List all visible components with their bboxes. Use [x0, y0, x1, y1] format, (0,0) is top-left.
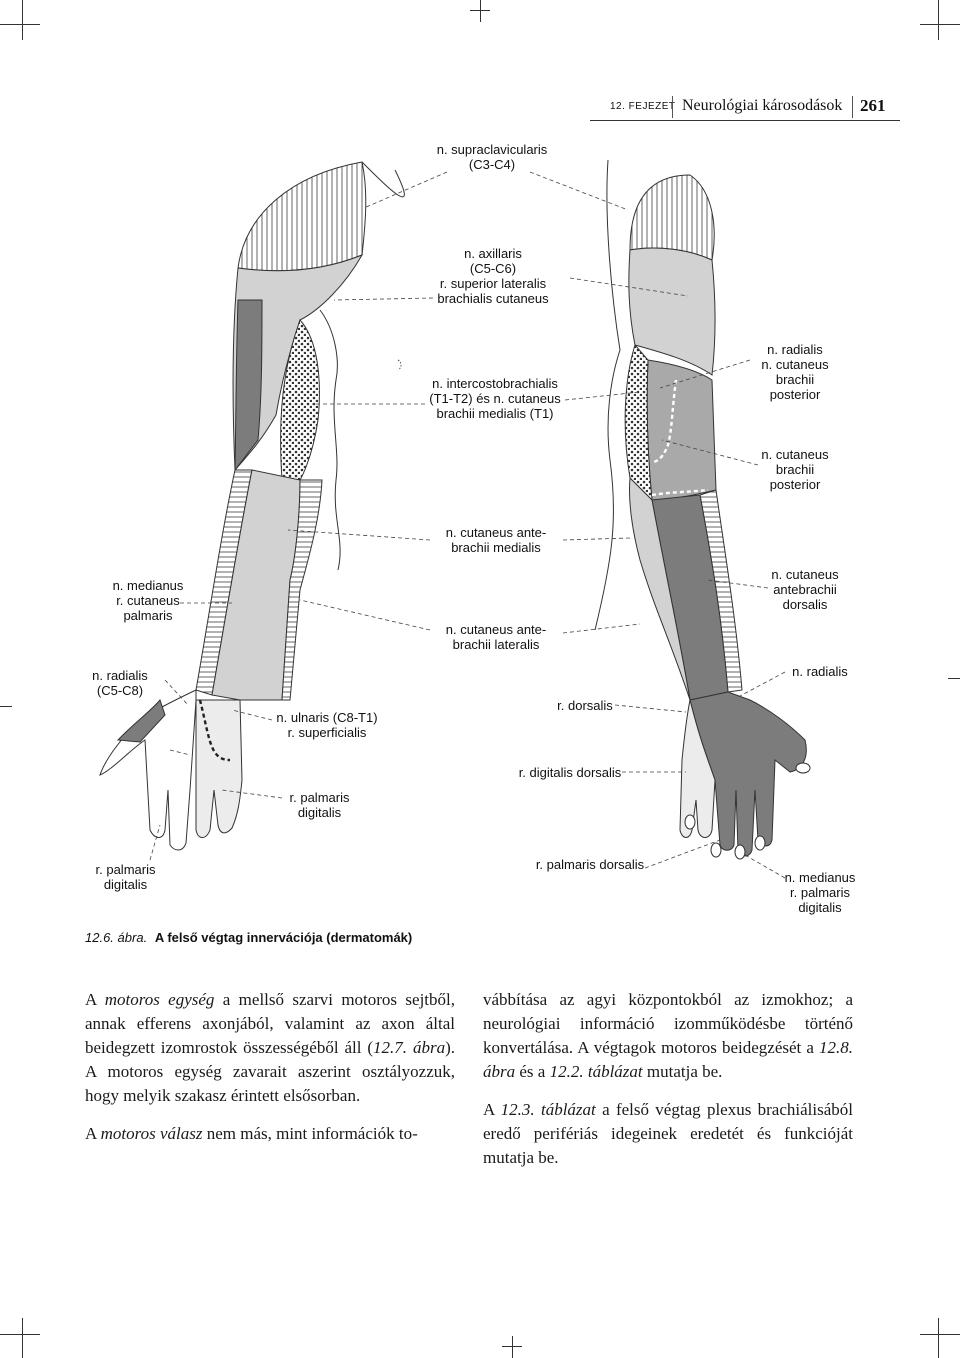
page-number: 261: [860, 96, 886, 115]
caption-word: ábra.: [117, 930, 148, 945]
label-palmaris-digitalis-left: r. palmaris digitalis: [95, 862, 156, 892]
label-palmaris-digitalis-mid: r. palmaris digitalis: [289, 790, 350, 820]
nail-icon: [754, 835, 766, 851]
crop-mark: [0, 1334, 40, 1335]
label-antebrachii-dorsalis: n. cutaneus antebrachii dorsalis: [771, 567, 839, 612]
region-supraclavicularis-right: [629, 174, 715, 261]
region-forearm-lateralis-right: [629, 476, 691, 701]
crop-mark: [920, 24, 960, 25]
region-axillaris-left: [232, 253, 364, 472]
label-radialis-c5c8: n. radialis (C5-C8): [92, 668, 148, 698]
label-medianus-palmaris: n. medianus r. cutaneus palmaris: [112, 578, 184, 623]
label-intercostobrachialis: n. intercostobrachialis (T1-T2) és n. cu…: [429, 376, 561, 421]
running-header: 12. FEJEZET Neurológiai károsodások 261: [590, 96, 900, 121]
back-outline: [594, 159, 621, 631]
label-radialis-right: n. radialis: [792, 664, 848, 679]
region-supraclavicularis-left: [237, 161, 367, 272]
label-axillaris: n. axillaris (C5-C6) r. superior lateral…: [437, 246, 549, 306]
nail-icon: [710, 842, 722, 858]
label-medianus-digitalis: n. medianus r. palmaris digitalis: [784, 870, 856, 915]
region-brachii-medialis-left: [280, 319, 320, 481]
paragraph: A motoros egység a mellső szarvi motoros…: [85, 990, 455, 1105]
figure-caption: 12.6. ábra. A felső végtag innervációja …: [85, 930, 412, 945]
crop-mark: [502, 1346, 522, 1347]
label-supraclavicularis: n. supraclavicularis (C3-C4): [436, 142, 548, 172]
header-separator: [852, 96, 853, 118]
chapter-title: Neurológiai károsodások: [682, 97, 843, 114]
paragraph: A motoros válasz nem más, mint informáci…: [85, 1124, 418, 1143]
region-axillaris-right: [628, 247, 716, 376]
caption-number: 12.6.: [85, 930, 114, 945]
leader-lines: [149, 171, 786, 879]
nipple-icon: [397, 359, 402, 371]
label-digitalis-dorsalis: r. digitalis dorsalis: [518, 765, 622, 780]
label-antebrachii-medialis: n. cutaneus ante- brachii medialis: [445, 525, 547, 555]
region-thumb-radialis-left: [116, 698, 166, 743]
region-ulnar-hand-left: [195, 699, 243, 838]
crop-mark: [920, 1334, 960, 1335]
nail-icon: [684, 814, 696, 830]
nail-icon: [795, 762, 811, 774]
dermatome-figure: [99, 159, 811, 879]
label-antebrachii-lateralis: n. cutaneus ante- brachii lateralis: [445, 622, 547, 652]
crop-mark: [480, 0, 481, 22]
region-radialis-arm-left: [234, 299, 263, 472]
caption-text: A felső végtag innervációja (dermatomák): [154, 930, 413, 945]
crop-mark: [938, 1318, 939, 1358]
label-radialis-posterior: n. radialis n. cutaneus brachii posterio…: [761, 342, 829, 402]
region-ulnar-dorsal-right: [679, 699, 716, 838]
region-forearm-medialis-left: [281, 479, 323, 701]
header-separator: [672, 96, 673, 118]
chapter-label: 12. FEJEZET: [610, 101, 676, 112]
crop-mark: [938, 0, 939, 40]
crop-mark: [512, 1336, 513, 1358]
nail-icon: [734, 844, 746, 860]
crop-mark: [0, 706, 12, 707]
crop-mark: [470, 10, 490, 11]
label-dorsalis: r. dorsalis: [557, 698, 613, 713]
torso-outline: [319, 161, 405, 571]
left-arm-anterior: [99, 161, 367, 851]
crop-mark: [0, 24, 40, 25]
header-rule: [590, 120, 900, 121]
crop-mark: [22, 1318, 23, 1358]
crop-mark: [948, 678, 960, 679]
paragraph: vábbítása az agyi központokból az izmokh…: [483, 990, 853, 1081]
body-column-right: vábbítása az agyi központokból az izmokh…: [483, 988, 853, 1184]
label-ulnaris: n. ulnaris (C8-T1) r. superficialis: [276, 710, 378, 740]
label-palmaris-dorsalis: r. palmaris dorsalis: [535, 857, 645, 872]
label-brachii-posterior: n. cutaneus brachii posterior: [761, 447, 829, 492]
crop-mark: [22, 0, 23, 40]
right-arm-posterior: [624, 174, 811, 860]
paragraph: A 12.3. táblázat a felső végtag plexus b…: [483, 1100, 853, 1167]
body-column-left: A motoros egység a mellső szarvi motoros…: [85, 988, 455, 1160]
